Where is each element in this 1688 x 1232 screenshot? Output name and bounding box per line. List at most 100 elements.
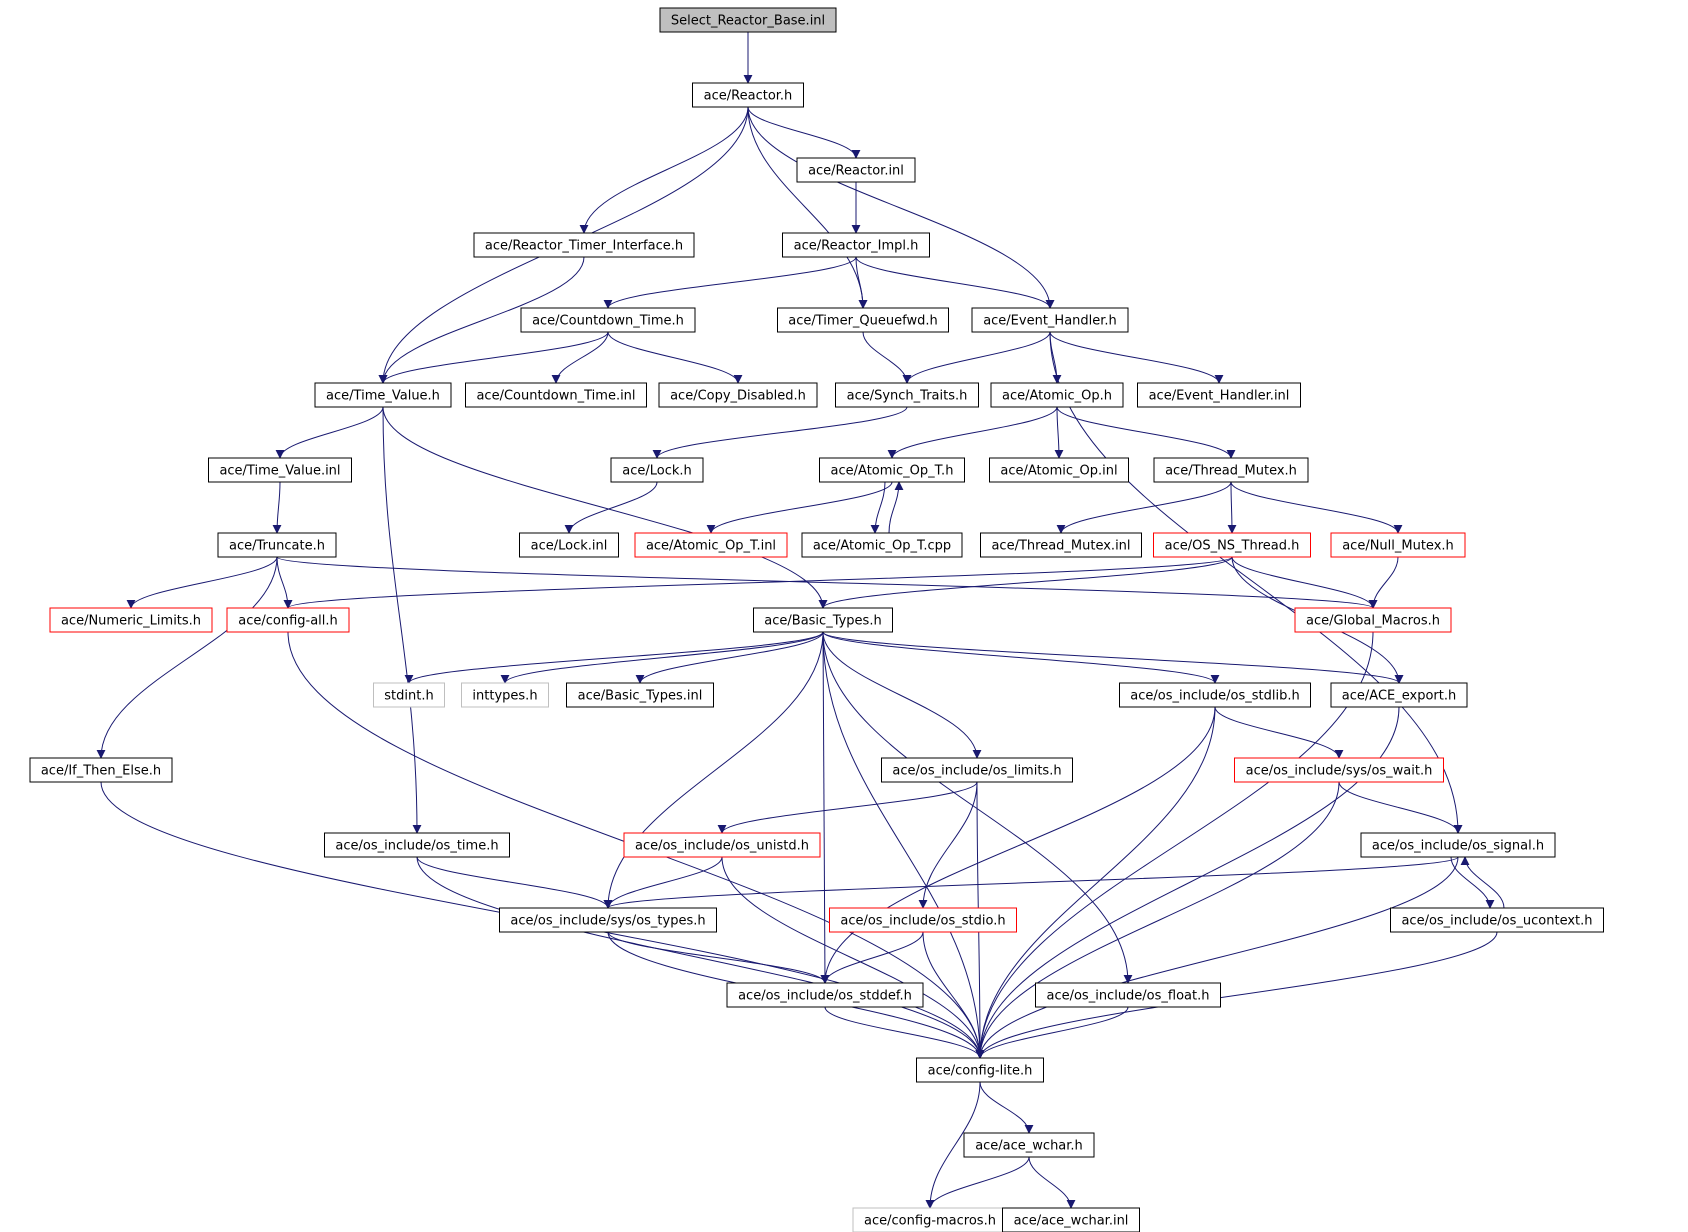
node-thread-mutex-inl[interactable]: ace/Thread_Mutex.inl [980,532,1142,558]
node-box[interactable] [692,82,804,108]
node-box[interactable] [461,682,549,708]
node-box[interactable] [314,382,452,408]
node-box[interactable] [373,682,445,708]
node-box[interactable] [1390,907,1604,933]
node-reactor-h[interactable]: ace/Reactor.h [692,82,804,108]
node-os-ucontext[interactable]: ace/os_include/os_ucontext.h [1390,907,1604,933]
node-ace-wchar-h[interactable]: ace/ace_wchar.h [963,1132,1095,1158]
node-if-then-else[interactable]: ace/If_Then_Else.h [29,757,173,783]
node-synch-traits[interactable]: ace/Synch_Traits.h [835,382,979,408]
node-config-all[interactable]: ace/config-all.h [226,607,350,633]
node-copy-disabled[interactable]: ace/Copy_Disabled.h [658,382,818,408]
node-event-handler-inl[interactable]: ace/Event_Handler.inl [1137,382,1301,408]
node-box[interactable] [29,757,173,783]
node-numeric-limits[interactable]: ace/Numeric_Limits.h [49,607,213,633]
node-box[interactable] [208,457,352,483]
node-time-value-h[interactable]: ace/Time_Value.h [314,382,452,408]
node-os-stdio[interactable]: ace/os_include/os_stdio.h [829,907,1017,933]
node-box[interactable] [835,382,979,408]
node-box[interactable] [829,907,1017,933]
node-event-handler-h[interactable]: ace/Event_Handler.h [971,307,1129,333]
node-box[interactable] [659,7,837,33]
node-box[interactable] [1360,832,1556,858]
node-box[interactable] [499,907,717,933]
node-config-macros[interactable]: ace/config-macros.h [852,1207,1008,1232]
node-lock-h[interactable]: ace/Lock.h [610,457,704,483]
node-box[interactable] [989,457,1129,483]
node-lock-inl[interactable]: ace/Lock.inl [519,532,619,558]
node-reactor-inl[interactable]: ace/Reactor.inl [796,157,916,183]
node-box[interactable] [726,982,924,1008]
node-box[interactable] [1153,532,1311,558]
node-box[interactable] [1137,382,1301,408]
node-box[interactable] [1330,532,1466,558]
node-os-time[interactable]: ace/os_include/os_time.h [324,832,510,858]
node-os-unistd[interactable]: ace/os_include/os_unistd.h [623,832,821,858]
node-global-macros[interactable]: ace/Global_Macros.h [1294,607,1452,633]
node-box[interactable] [324,832,510,858]
node-box[interactable] [217,532,337,558]
node-box[interactable] [990,382,1124,408]
node-box[interactable] [634,532,788,558]
node-box[interactable] [1294,607,1452,633]
node-ace-export[interactable]: ace/ACE_export.h [1330,682,1468,708]
node-time-value-inl[interactable]: ace/Time_Value.inl [208,457,352,483]
node-box[interactable] [1330,682,1468,708]
node-os-wait[interactable]: ace/os_include/sys/os_wait.h [1234,757,1444,783]
node-box[interactable] [980,532,1142,558]
node-box[interactable] [473,232,695,258]
node-os-float[interactable]: ace/os_include/os_float.h [1035,982,1221,1008]
node-box[interactable] [971,307,1129,333]
node-atomic-op-t-cpp[interactable]: ace/Atomic_Op_T.cpp [801,532,963,558]
node-countdown-time-h[interactable]: ace/Countdown_Time.h [520,307,696,333]
node-box[interactable] [226,607,350,633]
node-reactor-timer-interface[interactable]: ace/Reactor_Timer_Interface.h [473,232,695,258]
node-root[interactable]: Select_Reactor_Base.inl [659,7,837,33]
node-atomic-op-inl[interactable]: ace/Atomic_Op.inl [989,457,1129,483]
node-box[interactable] [881,757,1073,783]
node-os-limits[interactable]: ace/os_include/os_limits.h [881,757,1073,783]
node-os-ns-thread[interactable]: ace/OS_NS_Thread.h [1153,532,1311,558]
node-stdint[interactable]: stdint.h [373,682,445,708]
node-box[interactable] [465,382,647,408]
node-box[interactable] [796,157,916,183]
node-atomic-op-h[interactable]: ace/Atomic_Op.h [990,382,1124,408]
node-null-mutex[interactable]: ace/Null_Mutex.h [1330,532,1466,558]
node-atomic-op-t-inl[interactable]: ace/Atomic_Op_T.inl [634,532,788,558]
node-box[interactable] [658,382,818,408]
node-box[interactable] [1234,757,1444,783]
node-reactor-impl[interactable]: ace/Reactor_Impl.h [782,232,930,258]
node-config-lite[interactable]: ace/config-lite.h [916,1057,1044,1083]
node-countdown-time-inl[interactable]: ace/Countdown_Time.inl [465,382,647,408]
node-box[interactable] [1035,982,1221,1008]
node-os-signal[interactable]: ace/os_include/os_signal.h [1360,832,1556,858]
node-box[interactable] [753,607,893,633]
node-box[interactable] [1002,1207,1140,1232]
node-truncate-h[interactable]: ace/Truncate.h [217,532,337,558]
node-inttypes[interactable]: inttypes.h [461,682,549,708]
node-box[interactable] [819,457,965,483]
node-box[interactable] [852,1207,1008,1232]
node-atomic-op-t-h[interactable]: ace/Atomic_Op_T.h [819,457,965,483]
node-box[interactable] [566,682,714,708]
node-box[interactable] [519,532,619,558]
node-basic-types-inl[interactable]: ace/Basic_Types.inl [566,682,714,708]
node-os-stdlib[interactable]: ace/os_include/os_stdlib.h [1119,682,1311,708]
node-box[interactable] [1153,457,1309,483]
node-thread-mutex-h[interactable]: ace/Thread_Mutex.h [1153,457,1309,483]
node-ace-wchar-inl[interactable]: ace/ace_wchar.inl [1002,1207,1140,1232]
node-box[interactable] [801,532,963,558]
node-box[interactable] [623,832,821,858]
node-box[interactable] [963,1132,1095,1158]
node-box[interactable] [916,1057,1044,1083]
node-box[interactable] [49,607,213,633]
node-timer-queuefwd[interactable]: ace/Timer_Queuefwd.h [777,307,949,333]
node-basic-types-h[interactable]: ace/Basic_Types.h [753,607,893,633]
node-box[interactable] [777,307,949,333]
node-box[interactable] [1119,682,1311,708]
node-box[interactable] [520,307,696,333]
node-box[interactable] [782,232,930,258]
node-box[interactable] [610,457,704,483]
node-os-types[interactable]: ace/os_include/sys/os_types.h [499,907,717,933]
node-os-stddef[interactable]: ace/os_include/os_stddef.h [726,982,924,1008]
